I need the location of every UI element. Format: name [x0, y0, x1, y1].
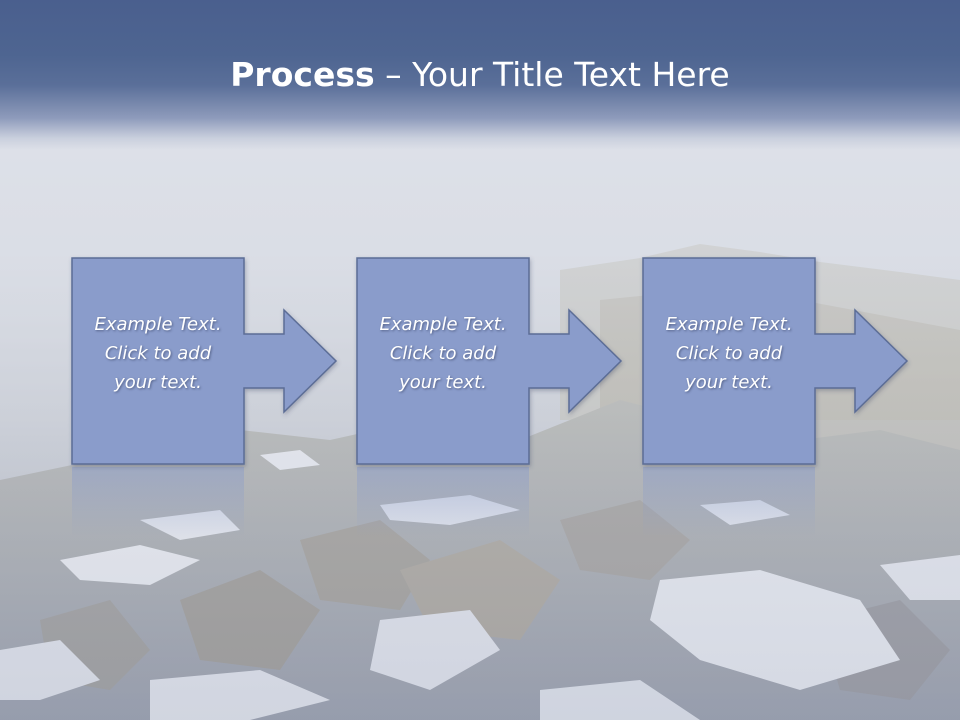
step-2-text[interactable]: Example Text. Click to add your text.	[379, 314, 507, 393]
step-2-shape[interactable]	[356, 257, 623, 465]
step-2-reflection	[357, 467, 529, 537]
step-3-reflection	[643, 467, 815, 537]
title-regular-part: – Your Title Text Here	[374, 55, 730, 94]
title-bold-part: Process	[230, 55, 375, 94]
step-1-text[interactable]: Example Text. Click to add your text.	[94, 314, 222, 393]
step-3-shape[interactable]	[642, 257, 909, 465]
step-3-text[interactable]: Example Text. Click to add your text.	[665, 314, 793, 393]
title-band	[0, 0, 960, 150]
slide-title[interactable]: Process – Your Title Text Here	[0, 52, 960, 98]
step-1-reflection	[72, 467, 244, 537]
step-1-shape[interactable]	[71, 257, 338, 465]
